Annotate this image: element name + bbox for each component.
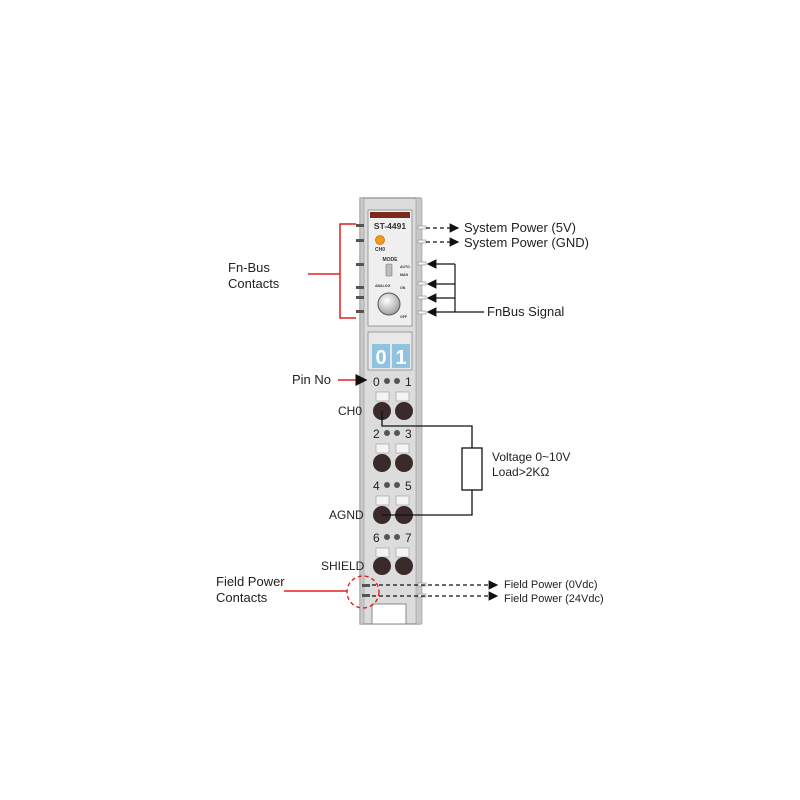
agnd-label: AGND <box>329 508 364 522</box>
pin-number-5: 5 <box>405 479 412 493</box>
digit-left-box <box>372 344 390 368</box>
ch0-label: CH0 <box>338 404 362 418</box>
fnbus-contact-tabs <box>356 224 364 313</box>
pin-number-1: 1 <box>405 375 412 389</box>
mode-switch[interactable] <box>385 263 393 277</box>
fnbus-signal-label: FnBus Signal <box>487 304 564 319</box>
field-power-highlight <box>284 575 380 609</box>
terminal-2[interactable] <box>373 454 391 472</box>
analog-knob[interactable] <box>377 292 401 316</box>
terminal-3[interactable] <box>395 454 413 472</box>
field-power-contacts-label-line1: Field Power <box>216 574 285 589</box>
load-label: Load>2KΩ <box>492 465 549 479</box>
ch0-led <box>375 235 385 245</box>
mode-option-man: MAN <box>400 273 408 277</box>
terminal-6[interactable] <box>373 557 391 575</box>
led-label: CH0 <box>375 247 385 253</box>
fnbus-contacts-label-line2: Contacts <box>228 276 280 291</box>
pin-number-3: 3 <box>405 427 412 441</box>
shield-label: SHIELD <box>321 559 365 573</box>
model-label: ST-4491 <box>374 221 406 231</box>
fnbus-signal-arrows <box>426 259 484 317</box>
pin-number-6: 6 <box>373 531 380 545</box>
pin-number-2: 2 <box>373 427 380 441</box>
fnbus-bracket <box>308 223 356 319</box>
terminal-7[interactable] <box>395 557 413 575</box>
load-wiring <box>381 411 483 516</box>
system-power-arrows <box>426 223 460 247</box>
mode-label: MODE <box>383 257 399 263</box>
field-power-0v-label: Field Power (0Vdc) <box>504 579 598 591</box>
field-power-24v-label: Field Power (24Vdc) <box>504 593 604 605</box>
field-power-contact-tabs <box>362 584 370 597</box>
pin-number-0: 0 <box>373 375 380 389</box>
terminal-1[interactable] <box>395 402 413 420</box>
pin-number-4: 4 <box>373 479 380 493</box>
digit-right-box <box>392 344 410 368</box>
system-power-5v-label: System Power (5V) <box>464 220 576 235</box>
field-power-contacts-label-line2: Contacts <box>216 590 268 605</box>
analog-option-on: ON <box>400 286 406 290</box>
pin-number-7: 7 <box>405 531 412 545</box>
model-header-bar <box>370 212 410 218</box>
mode-option-auto: AUTO <box>400 265 410 269</box>
module-top-panel: ST-4491 CH0 MODE AUTO MAN ANALOG ON OFF <box>367 209 413 327</box>
system-power-gnd-label: System Power (GND) <box>464 235 589 250</box>
terminal-block: 0 1 2 3 4 5 6 7 <box>373 375 413 575</box>
digit-window: 0 1 <box>367 331 413 371</box>
fnbus-contacts-label-line1: Fn-Bus <box>228 260 270 275</box>
digit-left: 0 <box>375 347 386 369</box>
pin-no-label: Pin No <box>292 372 331 387</box>
voltage-label: Voltage 0~10V <box>492 450 570 464</box>
analog-option-off: OFF <box>400 315 408 319</box>
analog-label: ANALOG <box>375 284 390 288</box>
digit-right: 1 <box>395 347 406 369</box>
